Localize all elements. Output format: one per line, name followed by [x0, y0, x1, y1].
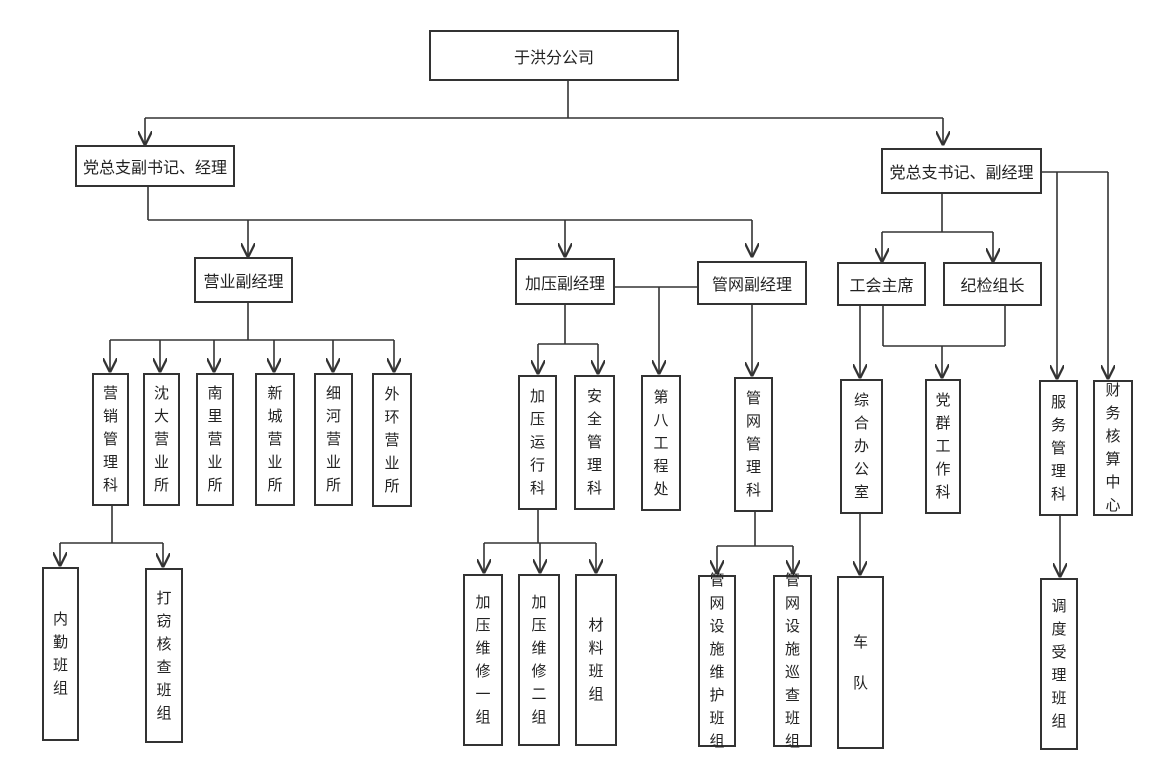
node-union-chair: 工会主席	[837, 262, 926, 306]
node-pipe-maint-team: 管网设施维护班组	[698, 571, 736, 750]
node-finance-center: 财务核算中心	[1093, 380, 1133, 516]
node-eighth-eng-office: 第八工程处	[641, 375, 681, 511]
node-sales-deputy-manager: 营业副经理	[194, 257, 293, 303]
node-general-office: 综合办公室	[840, 379, 883, 514]
node-material-team: 材料班组	[575, 574, 617, 746]
node-nanli-office: 南里营业所	[196, 373, 234, 506]
node-pipe-patrol-team: 管网设施巡查班组	[773, 571, 812, 750]
node-pipe-mgmt-dept: 管网管理科	[734, 377, 773, 512]
node-pressurize-ops-dept: 加压运行科	[518, 375, 557, 510]
node-service-dept: 服务管理科	[1039, 380, 1078, 516]
node-anti-theft-team: 打窃核查班组	[145, 568, 183, 743]
node-maint-team-2: 加压维修二组	[518, 574, 560, 746]
node-marketing-dept: 营销管理科	[92, 373, 129, 506]
node-xincheng-office: 新城营业所	[255, 373, 295, 506]
node-dispatch-team: 调度受理班组	[1040, 578, 1078, 750]
node-xihe-office: 细河营业所	[314, 373, 353, 506]
node-maint-team-1: 加压维修一组	[463, 574, 503, 746]
root-node: 于洪分公司	[429, 30, 679, 81]
node-waihuan-office: 外环营业所	[372, 373, 412, 507]
node-shenda-office: 沈大营业所	[143, 373, 180, 506]
node-internal-team: 内勤班组	[42, 567, 79, 741]
node-party-deputy-secretary-manager: 党总支副书记、经理	[75, 145, 235, 187]
node-party-secretary-deputy-manager: 党总支书记、副经理	[881, 148, 1042, 194]
node-safety-dept: 安全管理科	[574, 375, 615, 510]
node-pipe-deputy-manager: 管网副经理	[697, 261, 807, 305]
node-discipline-head: 纪检组长	[943, 262, 1042, 306]
node-motorcade: 车队	[837, 576, 884, 749]
node-party-mass-dept: 党群工作科	[925, 379, 961, 514]
node-pressurize-deputy-manager: 加压副经理	[515, 258, 615, 305]
